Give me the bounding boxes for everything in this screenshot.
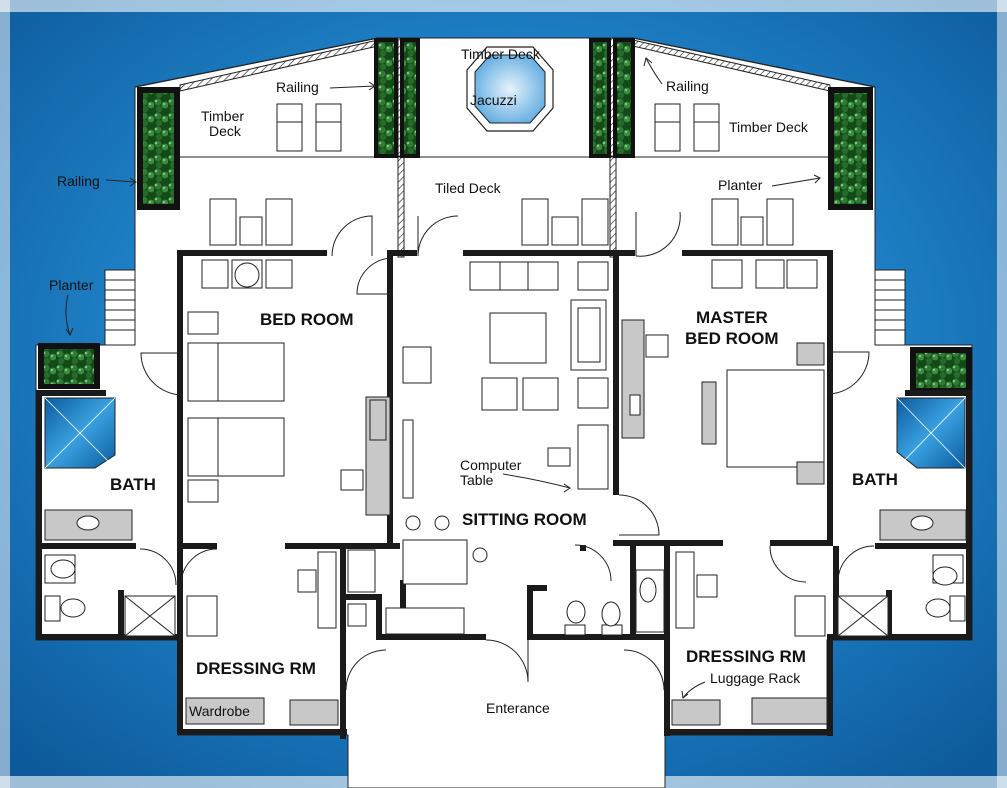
label-bath-left: BATH xyxy=(110,475,156,494)
bath-left-fixtures xyxy=(44,397,218,637)
label-planter-right: Planter xyxy=(718,177,763,193)
master-bedroom-furniture xyxy=(621,259,825,485)
label-computer: Computer xyxy=(460,457,522,473)
walls xyxy=(36,250,972,739)
jacuzzi xyxy=(466,46,554,132)
label-master-2: BED ROOM xyxy=(685,329,779,348)
door-swings xyxy=(139,211,875,691)
sitting-room-furniture xyxy=(347,261,609,635)
label-railing-left: Railing xyxy=(276,79,319,95)
labels: Timber Deck Jacuzzi Railing Railing Rail… xyxy=(49,46,898,719)
label-entrance: Enterance xyxy=(486,700,550,716)
bath-right-fixtures xyxy=(794,397,967,637)
label-planter-left: Planter xyxy=(49,277,94,293)
label-wardrobe: Wardrobe xyxy=(189,703,250,719)
callout-arrows xyxy=(65,57,821,699)
label-jacuzzi: Jacuzzi xyxy=(470,92,517,108)
tiled-deck-chairs xyxy=(209,198,794,246)
label-table: Table xyxy=(460,472,494,488)
label-bed-room: BED ROOM xyxy=(260,310,354,329)
label-railing-side: Railing xyxy=(57,173,100,189)
label-bath-right: BATH xyxy=(852,470,898,489)
label-dressing-left: DRESSING RM xyxy=(196,659,316,678)
label-timber-deck-left: Timber xyxy=(201,108,244,124)
label-tiled-deck: Tiled Deck xyxy=(435,180,502,196)
dressing-furniture xyxy=(185,551,828,726)
label-timber-deck-top: Timber Deck xyxy=(461,46,541,62)
label-luggage-rack: Luggage Rack xyxy=(710,670,801,686)
label-sitting-room: SITTING ROOM xyxy=(462,510,587,529)
stairs xyxy=(104,269,906,346)
deck-loungers xyxy=(276,103,720,152)
label-dressing-right: DRESSING RM xyxy=(686,647,806,666)
label-master-1: MASTER xyxy=(696,308,768,327)
label-railing-right: Railing xyxy=(666,78,709,94)
label-timber-deck-right: Timber Deck xyxy=(729,119,809,135)
bedroom-furniture xyxy=(187,259,432,516)
label-timber-deck-left-2: Deck xyxy=(209,123,242,139)
planters xyxy=(38,38,972,393)
